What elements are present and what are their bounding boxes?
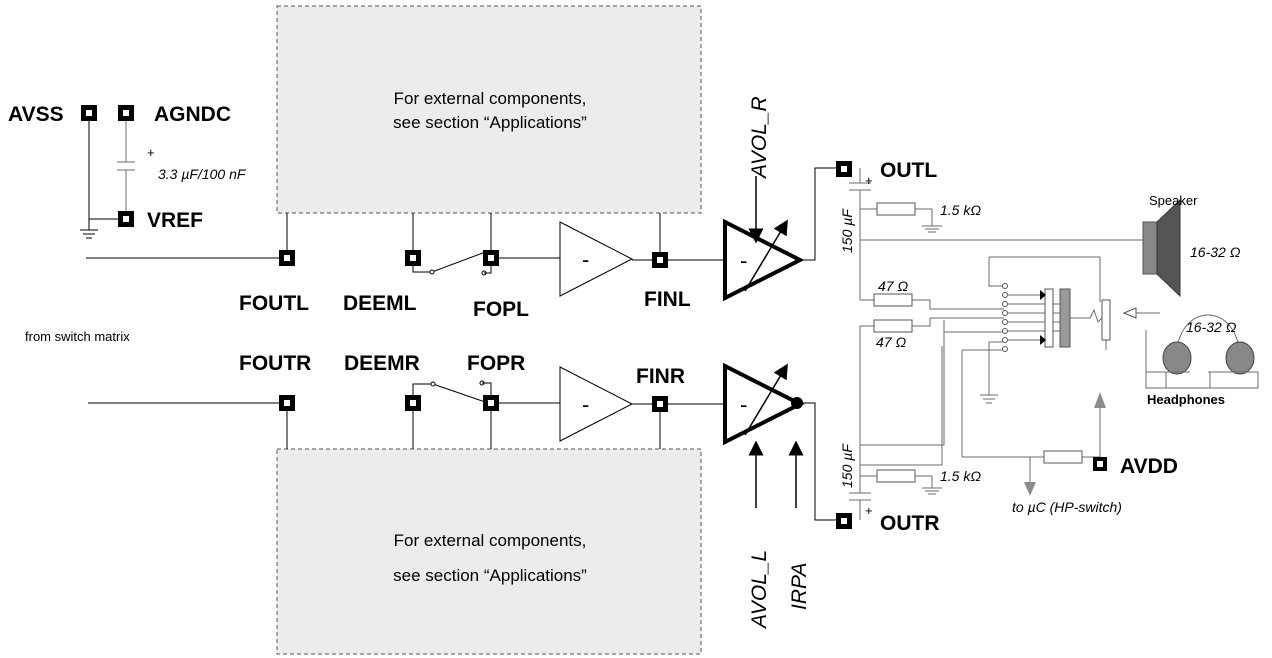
signal-avol-r: AVOL_R [748, 96, 771, 180]
pin-deemr [405, 395, 421, 411]
pin-finl [652, 252, 668, 268]
pin-avss-label: AVSS [8, 103, 64, 126]
pin-fopl [483, 250, 499, 266]
cap-outl-label: 150 µF [839, 208, 855, 253]
cap-outr-plus: + [865, 503, 873, 518]
pin-outl-label: OUTL [880, 159, 937, 182]
pin-finl-label: FINL [644, 288, 691, 311]
pin-vref [118, 211, 134, 227]
res-47-top-label: 47 Ω [878, 278, 908, 294]
pin-deeml-label: DEEML [343, 292, 417, 315]
pin-fopl-label: FOPL [473, 298, 529, 321]
res-47-bottom-label: 47 Ω [876, 334, 906, 350]
external-block-bottom-line1: For external components, [394, 531, 587, 550]
res-bottom-label: 1.5 kΩ [940, 468, 981, 484]
to-uc-label: to µC (HP-switch) [1012, 499, 1122, 515]
pin-foutr-label: FOUTR [239, 352, 311, 375]
headphone-impedance: 16-32 Ω [1186, 319, 1237, 335]
pin-fopr-label: FOPR [467, 352, 525, 375]
pin-finr [652, 396, 668, 412]
left-channel: - - AVOL_R FOUTL DEEML FOPL FINL [86, 96, 843, 321]
pin-outl [836, 161, 852, 177]
buffer-right-minus: - [582, 392, 589, 417]
pin-foutl-label: FOUTL [239, 292, 309, 315]
output-section: OUTL OUTR + 150 µF 1.5 kΩ Speaker 16-32 … [839, 159, 1259, 535]
external-block-top-line1: For external components, [394, 89, 587, 108]
pin-vref-label: VREF [147, 209, 203, 232]
jack-contacts [1002, 283, 1160, 352]
speaker-impedance: 16-32 Ω [1190, 244, 1241, 260]
pin-foutr [279, 395, 295, 411]
speaker-label: Speaker [1149, 193, 1198, 208]
pin-avdd [1093, 457, 1107, 471]
right-channel: - - AVOL_L IRPA FOUTR DEEMR FOPR FINR [88, 352, 843, 630]
buffer-left-minus: - [582, 247, 589, 272]
headphones: 16-32 Ω Headphones [1145, 314, 1259, 407]
headphones-label: Headphones [1147, 392, 1225, 407]
amp-right-minus: - [740, 392, 747, 417]
cap-ref-label: 3.3 µF/100 nF [158, 166, 247, 182]
external-block-bottom-line2: see section “Applications” [393, 566, 587, 585]
pin-agndc-label: AGNDC [154, 103, 231, 126]
cap-outl-plus: + [865, 173, 873, 188]
pin-fopr [483, 395, 499, 411]
res-top-label: 1.5 kΩ [940, 202, 981, 218]
pin-avdd-label: AVDD [1120, 455, 1178, 478]
pin-deeml [405, 250, 421, 266]
pin-finr-label: FINR [636, 365, 685, 388]
pin-deemr-label: DEEMR [344, 352, 420, 375]
pin-foutl [279, 250, 295, 266]
reference-section: + 3.3 µF/100 nF AVSS AGNDC VREF [8, 103, 247, 239]
pin-agndc [118, 105, 134, 121]
external-block-bottom: For external components, see section “Ap… [276, 448, 702, 655]
amp-left-minus: - [740, 248, 747, 273]
pin-avss [81, 105, 97, 121]
signal-irpa: IRPA [788, 563, 811, 610]
cap-outr-label: 150 µF [839, 443, 855, 488]
external-block-top-line2: see section “Applications” [393, 113, 587, 132]
pin-squares [81, 105, 1107, 529]
from-switch-matrix: from switch matrix [25, 329, 130, 344]
cap-ref-plus: + [147, 145, 155, 160]
pin-outr-label: OUTR [880, 512, 940, 535]
external-block-top: For external components, see section “Ap… [276, 5, 702, 214]
pin-outr [836, 513, 852, 529]
signal-avol-l: AVOL_L [748, 550, 771, 630]
